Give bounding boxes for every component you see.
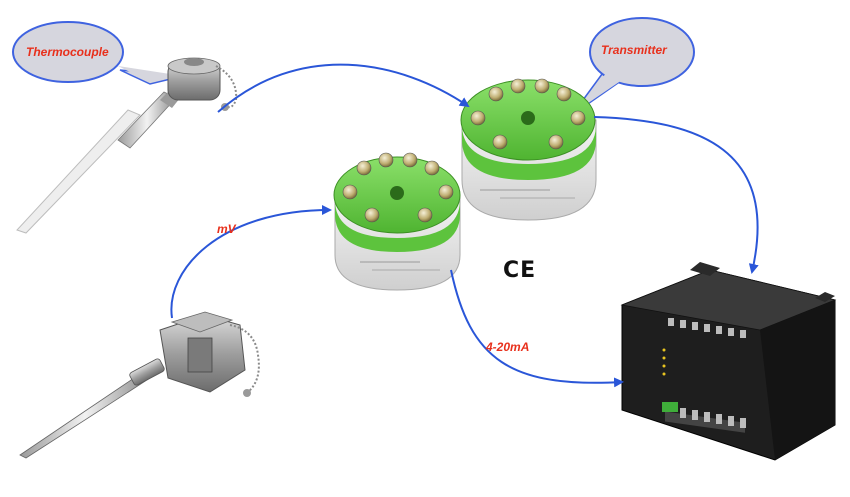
transmitter-module-icon — [460, 78, 597, 221]
mv-signal-label: mV — [217, 222, 236, 236]
plc-controller-icon — [620, 262, 837, 461]
transmitter-callout — [571, 17, 695, 116]
arrow-thermocouple-to-transmitter — [217, 63, 470, 113]
arrow-current-to-plc — [450, 269, 624, 388]
thermocouple-probe-icon — [16, 57, 238, 234]
arrow-transmitter-to-plc — [593, 116, 759, 274]
arrow-probe-to-transmitter — [170, 205, 332, 319]
current-signal-label: 4-20mA — [486, 340, 530, 354]
thermocouple-callout — [12, 21, 184, 85]
thermocouple-label: Thermocouple — [26, 45, 109, 59]
ce-mark: CE — [503, 258, 537, 283]
armored-thermocouple-icon — [19, 311, 260, 459]
transmitter-module-icon — [333, 152, 461, 291]
transmitter-label: Transmitter — [601, 43, 667, 57]
